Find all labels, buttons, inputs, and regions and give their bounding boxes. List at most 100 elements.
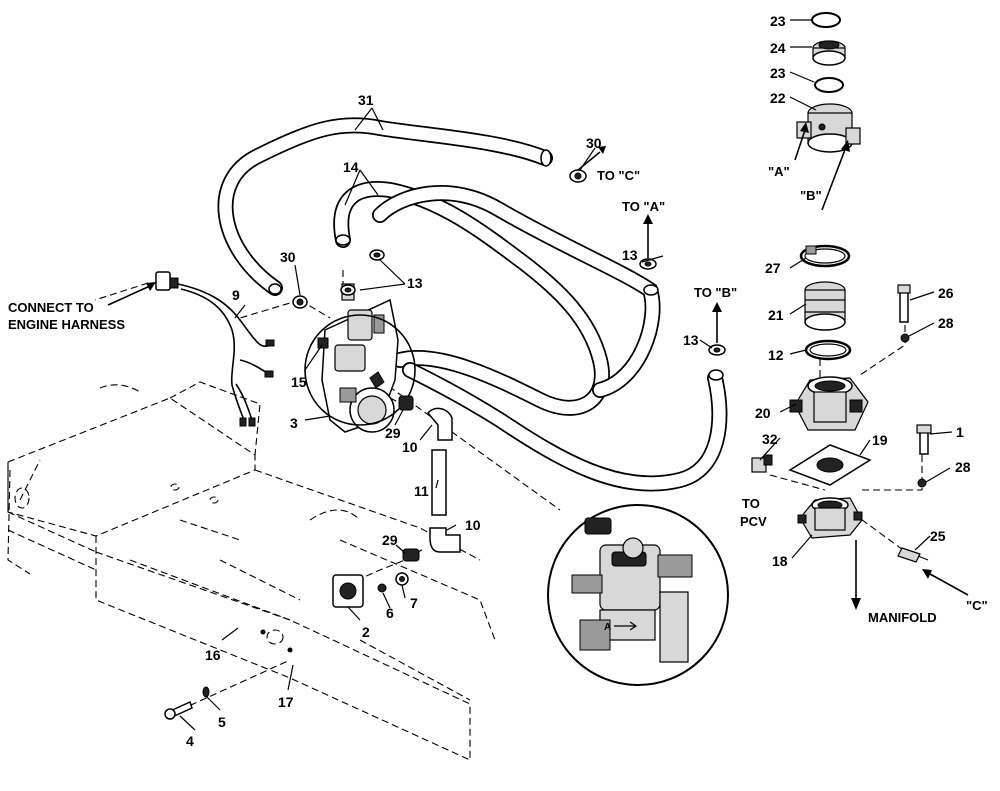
callout-29-lower: 29 xyxy=(382,532,398,548)
clamp-13-d xyxy=(708,344,726,356)
port-a-label: "A" xyxy=(768,164,790,179)
callout-30-lower: 30 xyxy=(280,249,296,265)
callout-13-b: 13 xyxy=(622,247,638,263)
washer-5 xyxy=(202,686,210,698)
clamp-30-lower xyxy=(292,295,308,309)
to-a-label: TO "A" xyxy=(622,199,665,214)
callout-numbers: 31 14 30 30 13 9 15 3 29 10 11 10 29 2 6… xyxy=(186,13,971,749)
callout-1: 1 xyxy=(956,424,964,440)
clamp-30-upper xyxy=(569,169,587,183)
fitting-29-lower xyxy=(402,548,420,562)
hose-14-a xyxy=(333,181,610,416)
washer-6 xyxy=(377,583,387,593)
nut-7 xyxy=(395,572,409,586)
callout-14: 14 xyxy=(343,159,359,175)
o-ring-23-bottom xyxy=(814,77,844,93)
callout-25: 25 xyxy=(930,528,946,544)
to-pcv-label-line1: TO xyxy=(742,496,760,511)
chassis-frame xyxy=(7,381,496,761)
bolt-4 xyxy=(164,700,193,720)
connect-label-line2: ENGINE HARNESS xyxy=(8,317,125,332)
clamp-12 xyxy=(804,339,852,361)
bulkhead-2 xyxy=(332,574,364,608)
valve-assembly-3 xyxy=(304,283,416,433)
callout-6: 6 xyxy=(386,605,394,621)
clamp-13-c xyxy=(639,258,657,270)
callout-leaders xyxy=(179,19,953,731)
to-pcv-label-line2: PCV xyxy=(740,514,767,529)
seal-24 xyxy=(812,40,846,66)
callout-32: 32 xyxy=(762,431,778,447)
gasket-19 xyxy=(788,444,872,486)
callout-10-lower: 10 xyxy=(465,517,481,533)
callout-24: 24 xyxy=(770,40,786,56)
adapter-18 xyxy=(797,497,863,539)
hose-14-b xyxy=(372,185,661,398)
connect-label-line1: CONNECT TO xyxy=(8,300,94,315)
tube-11 xyxy=(431,449,447,516)
callout-16: 16 xyxy=(205,647,221,663)
callout-21: 21 xyxy=(768,307,784,323)
housing-20 xyxy=(789,376,869,431)
callout-11: 11 xyxy=(414,483,429,499)
callout-5: 5 xyxy=(218,714,226,730)
arrow-to-a xyxy=(643,214,653,258)
callout-28-lower: 28 xyxy=(955,459,971,475)
callout-2: 2 xyxy=(362,624,370,640)
callout-19: 19 xyxy=(872,432,888,448)
callout-9: 9 xyxy=(232,287,240,303)
elbow-10-upper xyxy=(427,407,453,441)
port-c-label: "C" xyxy=(966,598,988,613)
text-labels: CONNECT TO ENGINE HARNESS TO "C" TO "A" … xyxy=(8,164,988,625)
arrow-port-b xyxy=(821,140,850,211)
callout-20: 20 xyxy=(755,405,771,421)
callout-23-top: 23 xyxy=(770,13,786,29)
port-b-label: "B" xyxy=(800,188,822,203)
callout-29-upper: 29 xyxy=(385,425,401,441)
detail-inset: A xyxy=(547,504,729,686)
coupler-21 xyxy=(804,281,846,331)
fitting-32 xyxy=(751,454,773,473)
washer-28-upper xyxy=(900,333,910,343)
callout-23-bottom: 23 xyxy=(770,65,786,81)
clamp-13-b xyxy=(340,284,356,296)
arrow-port-c xyxy=(922,569,969,596)
callout-22: 22 xyxy=(770,90,786,106)
to-c-label: TO "C" xyxy=(597,168,640,183)
elbow-10-lower xyxy=(429,527,461,553)
callout-13-c: 13 xyxy=(683,332,699,348)
valve-marking-label: A xyxy=(604,622,611,633)
o-ring-23-top xyxy=(811,12,841,28)
arrow-to-b xyxy=(712,302,722,343)
callout-13-a: 13 xyxy=(407,275,423,291)
callout-18: 18 xyxy=(772,553,788,569)
arrow-engine-harness xyxy=(107,282,156,306)
callout-7: 7 xyxy=(410,595,418,611)
arrow-port-a xyxy=(794,122,809,161)
callout-28-upper: 28 xyxy=(938,315,954,331)
fitting-25 xyxy=(897,547,929,563)
callout-30-upper: 30 xyxy=(586,135,602,151)
manifold-label: MANIFOLD xyxy=(868,610,937,625)
callout-4: 4 xyxy=(186,733,194,749)
to-b-label: TO "B" xyxy=(694,285,737,300)
callout-12: 12 xyxy=(768,347,784,363)
hose-31 xyxy=(217,117,553,296)
washer-28-lower xyxy=(917,478,927,488)
callout-26: 26 xyxy=(938,285,954,301)
callout-3: 3 xyxy=(290,415,298,431)
bolt-1 xyxy=(916,424,932,455)
fitting-29-upper xyxy=(398,395,414,411)
callout-10-upper: 10 xyxy=(402,439,418,455)
hose-to-b xyxy=(402,362,728,492)
callout-31: 31 xyxy=(358,92,374,108)
clamp-27 xyxy=(799,244,851,268)
callout-27: 27 xyxy=(765,260,781,276)
bolt-26 xyxy=(897,284,911,323)
callout-17: 17 xyxy=(278,694,294,710)
wire-harness-9 xyxy=(155,271,275,427)
callout-15: 15 xyxy=(291,374,307,390)
assembly-leader-lines xyxy=(94,270,923,711)
clamp-13-a xyxy=(369,249,385,261)
